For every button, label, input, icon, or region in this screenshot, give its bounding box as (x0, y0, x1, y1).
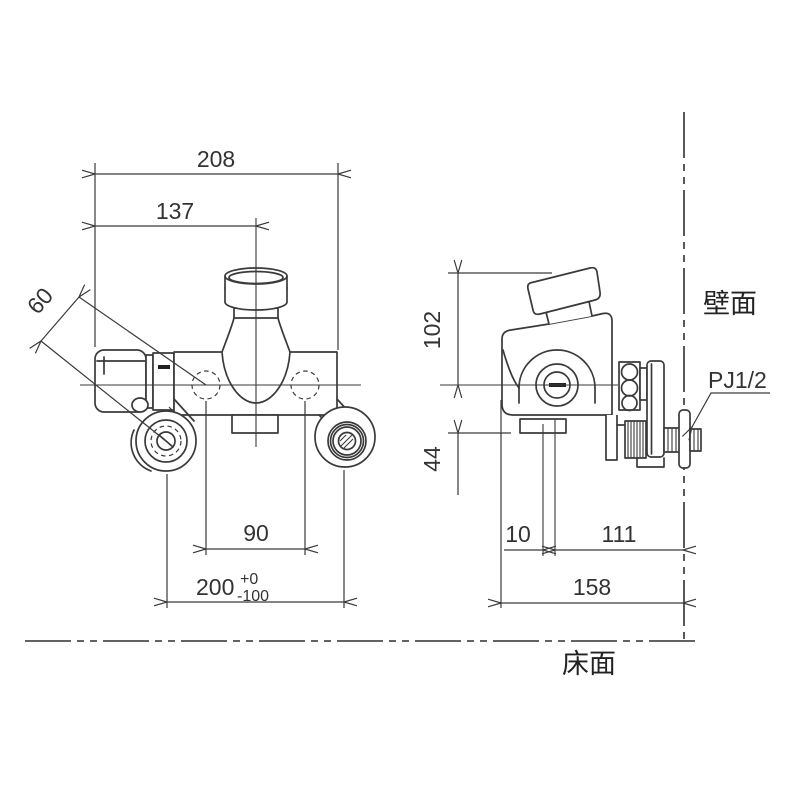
dim-front-to-wall-text: 158 (573, 574, 611, 600)
right-union-flange (314, 406, 376, 468)
left-flange-back-arc (130, 429, 152, 472)
wall-fitting (616, 360, 702, 469)
column-flare-left (221, 317, 235, 353)
dimension-total-width: 208 (95, 146, 338, 350)
dimension-spout-offset: 137 (95, 198, 256, 226)
boss-arc (518, 349, 596, 389)
thread-stub (689, 428, 702, 452)
dim-height-text: 102 (419, 311, 445, 349)
left-union-edge-1 (173, 398, 195, 422)
threaded-pipe (663, 427, 681, 453)
right-flange-ring-3 (332, 426, 362, 456)
right-flange-screw (337, 431, 357, 451)
dim-inlet-spacing-text: 90 (243, 520, 269, 546)
adapter-bar (639, 367, 648, 401)
dim-handle-length-text: 60 (22, 283, 58, 319)
left-flange-inner (144, 419, 188, 463)
front-handle (94, 349, 175, 413)
dimension-center-to-wall: 111 (555, 521, 683, 550)
right-flange-ring-2 (329, 423, 365, 459)
right-screw-hatch (339, 434, 354, 449)
dimension-outlet-below-center: 44 (419, 433, 511, 495)
dim-union-spacing-text: 200 (196, 574, 234, 600)
left-flange-screw (156, 431, 176, 451)
column-flare-right (277, 317, 291, 353)
handle-stem-2 (152, 352, 175, 411)
boss-fillet (502, 349, 520, 389)
dim-union-tol-upper: +0 (240, 571, 258, 588)
left-flange-hidden-circle (150, 425, 182, 457)
dimension-inlet-spacing: 90 (206, 401, 305, 555)
bracket-leg (605, 415, 618, 461)
dim-spout-offset-text: 137 (156, 198, 194, 224)
handle-screw-detail (131, 397, 149, 413)
thread-callout: PJ1/2 (692, 367, 770, 427)
floor-surface-label: 床面 (562, 649, 616, 679)
dimension-outlet-offset: 10 (504, 521, 543, 550)
dimension-union-spacing: 200 +0 -100 (167, 470, 344, 608)
thread-spec-label: PJ1/2 (708, 367, 767, 393)
dim-center-to-wall-text: 111 (602, 521, 637, 547)
left-union-flange (130, 410, 197, 472)
wall-flange (678, 409, 691, 469)
bracket-foot (636, 457, 665, 468)
front-view (80, 218, 376, 472)
right-flange-ring-1 (327, 421, 367, 461)
handle-stem-1 (145, 354, 154, 409)
dim-union-tol-lower: -100 (237, 588, 269, 605)
nut-ball-3 (621, 394, 638, 412)
side-lever (526, 266, 601, 316)
dimension-front-to-wall: 158 (501, 400, 683, 608)
dim-total-width-text: 208 (197, 146, 235, 172)
front-outlet (231, 414, 279, 434)
side-view (440, 266, 702, 556)
dimension-height-above-center: 102 (419, 273, 552, 385)
wall-surface-label: 壁面 (703, 289, 757, 319)
dim-outlet-drop-text: 44 (419, 446, 445, 472)
dim-outlet-offset-text: 10 (505, 521, 531, 547)
knurled-locknut (624, 420, 647, 459)
cover-plate (646, 360, 665, 458)
